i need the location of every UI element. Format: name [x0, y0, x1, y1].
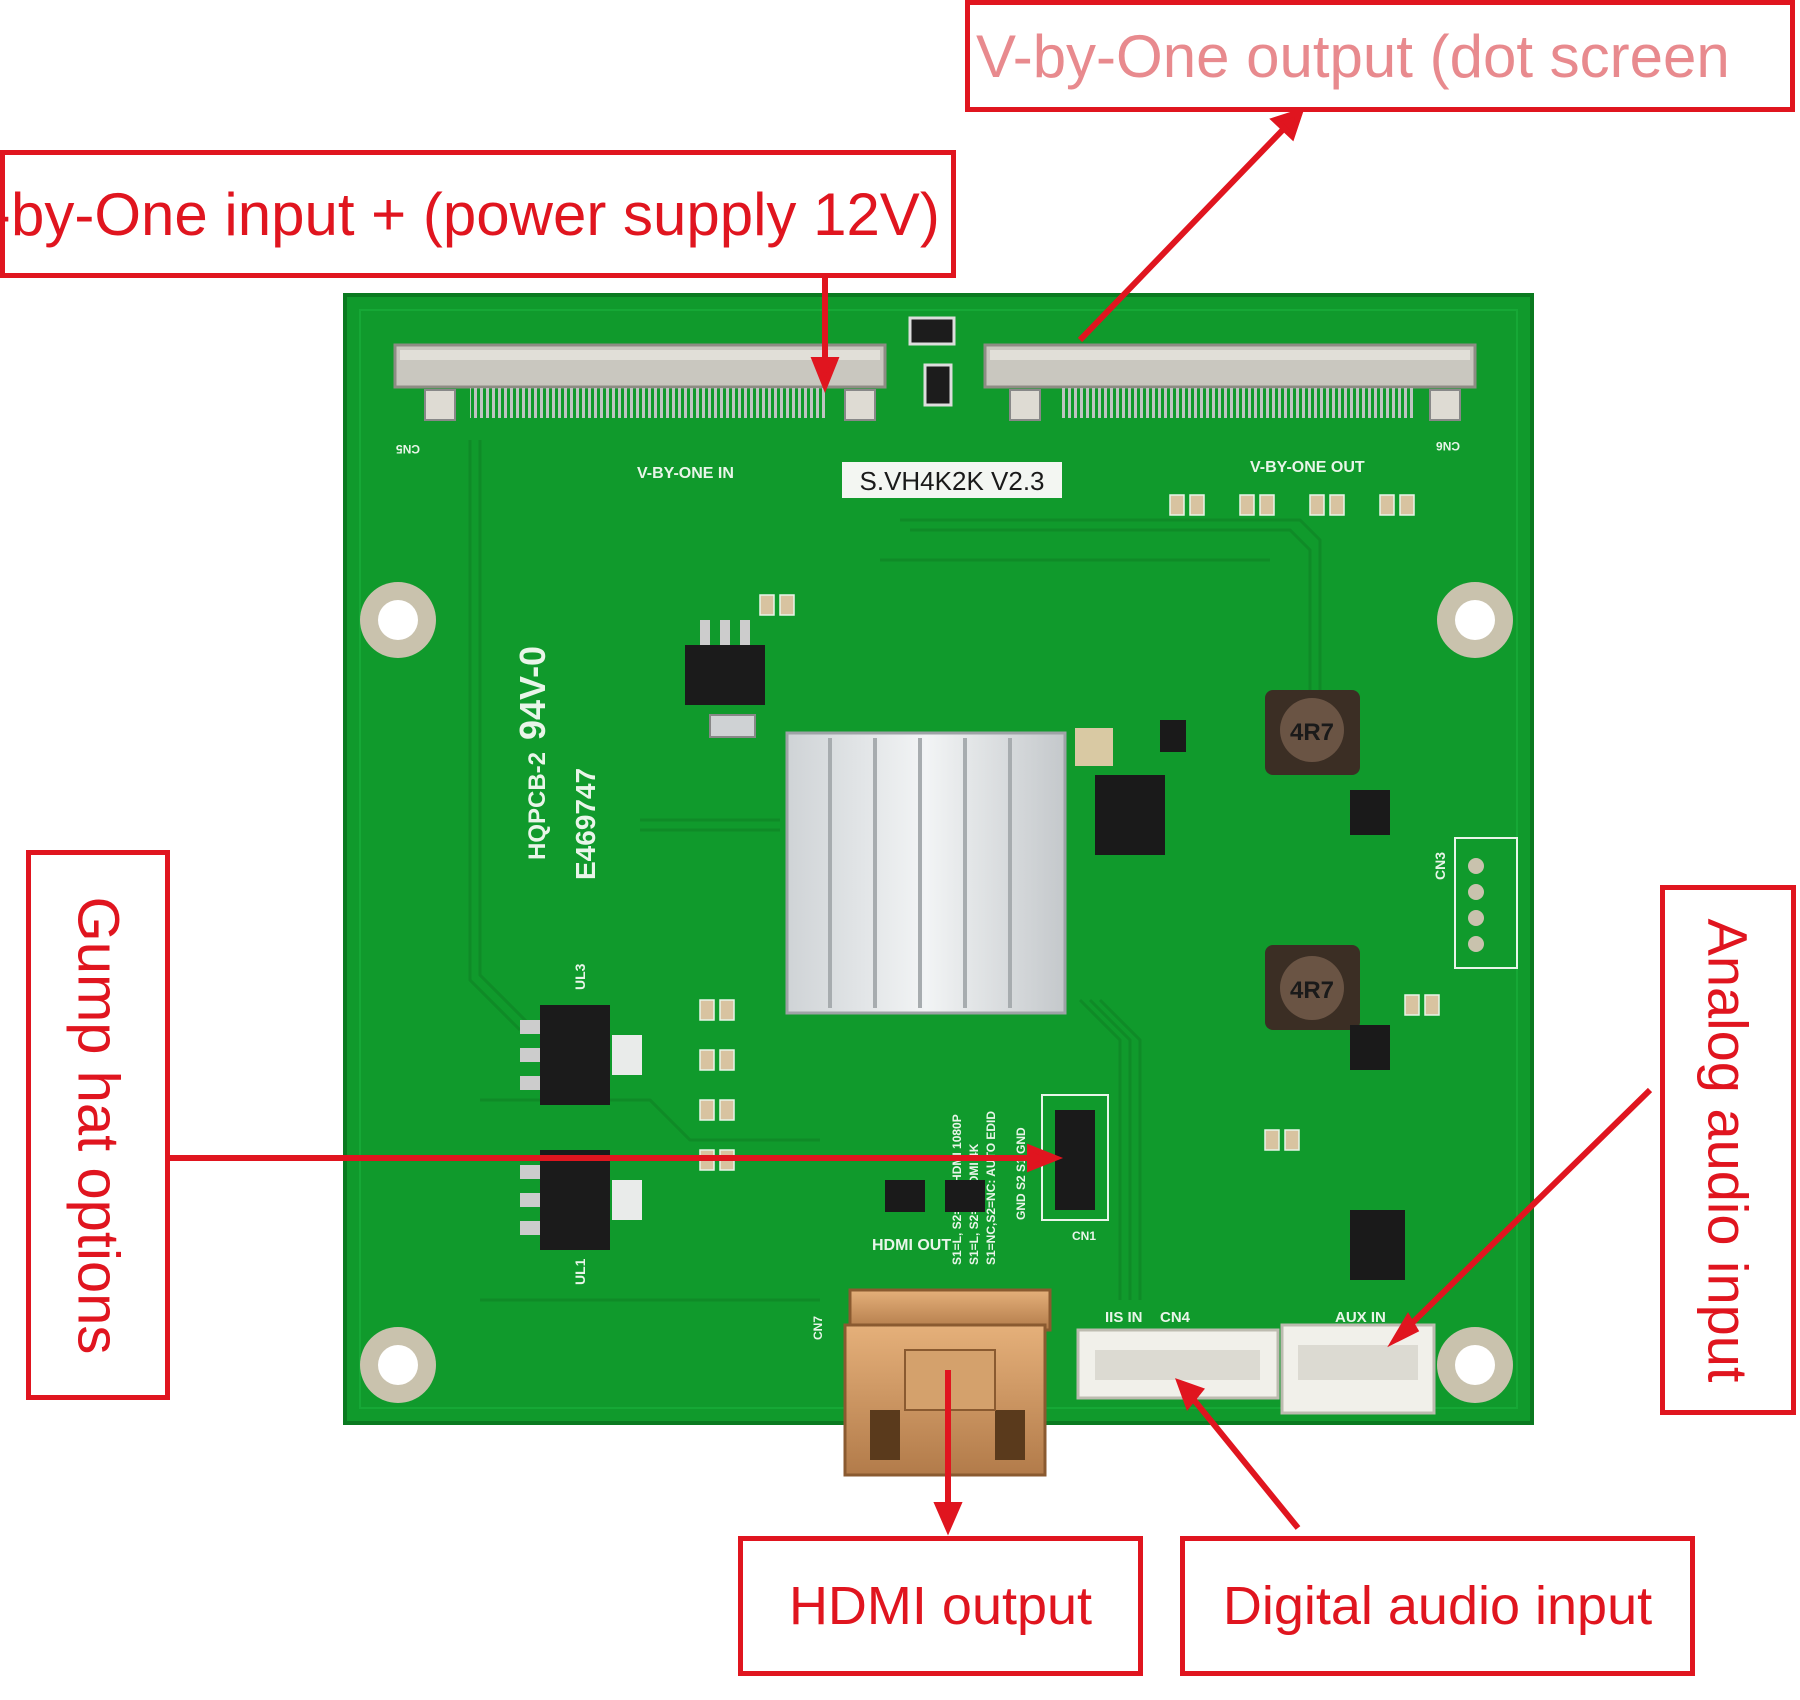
callout-hdmi-output-text: HDMI output — [788, 1576, 1093, 1636]
cn7-label: CN7 — [811, 1316, 825, 1340]
callout-jumper-options: Gump hat options — [26, 850, 170, 1400]
inductor: 4R7 — [1265, 945, 1360, 1030]
mounting-hole — [360, 582, 436, 658]
cn5-label: CN5 — [396, 442, 420, 456]
callout-digital-audio-text: Digital audio input — [1222, 1576, 1653, 1636]
vbo-out-silk: V-BY-ONE OUT — [1250, 459, 1365, 476]
pcb-code-label: HQPCB-2 — [524, 752, 551, 860]
iis-connector — [1076, 1328, 1280, 1400]
callout-vbo-input: -by-One input + (power supply 12V) — [0, 150, 956, 278]
inductor: 4R7 — [1265, 690, 1360, 775]
vbo-in-silk: V-BY-ONE IN — [637, 465, 734, 482]
svg-text:4R7: 4R7 — [1290, 977, 1334, 1004]
callout-hdmi-output: HDMI output — [738, 1536, 1143, 1676]
ic-chip — [1095, 775, 1165, 855]
callout-analog-audio: Analog audio input — [1660, 885, 1796, 1415]
ul3-label: UL3 — [572, 963, 588, 990]
cn1-label: CN1 — [1072, 1229, 1096, 1243]
cn4-label: CN4 — [1160, 1309, 1191, 1326]
mounting-hole — [1437, 582, 1513, 658]
ul1-label: UL1 — [572, 1258, 588, 1285]
callout-vbo-input-text: -by-One input + (power supply 12V) — [0, 180, 940, 248]
mounting-hole — [360, 1327, 436, 1403]
iis-in-silk: IIS IN — [1105, 1309, 1143, 1326]
heatsink — [785, 731, 1067, 1015]
aux-in-silk: AUX IN — [1335, 1309, 1386, 1326]
regulator-ul3 — [520, 1005, 642, 1105]
callout-jumper-options-text: Gump hat options — [65, 896, 131, 1354]
pin-row-label: GND S2 S1 GND — [1014, 1127, 1028, 1220]
vbo-out-connector — [983, 343, 1477, 421]
callout-vbo-output-text: V-by-One output (dot screen — [976, 22, 1730, 90]
jumper-header — [1041, 1094, 1109, 1221]
edid-line-1: S1=NC,S2=NC: AUTO EDID — [984, 1111, 998, 1265]
aux-connector — [1280, 1323, 1436, 1415]
ul-number-label: E469747 — [570, 768, 601, 880]
callout-arrows — [170, 107, 1653, 1536]
mounting-hole — [1437, 1327, 1513, 1403]
cn3-label: CN3 — [1432, 852, 1448, 880]
vbo-in-connector — [393, 343, 887, 421]
callout-analog-audio-text: Analog audio input — [1696, 918, 1760, 1382]
callout-digital-audio: Digital audio input — [1180, 1536, 1695, 1676]
voltage-regulator — [685, 620, 765, 738]
crystal — [1075, 728, 1113, 766]
regulator-ul1 — [520, 1150, 642, 1250]
callout-vbo-output: V-by-One output (dot screen — [965, 0, 1795, 112]
svg-text:4R7: 4R7 — [1290, 719, 1334, 746]
rating-label: 94V-0 — [512, 646, 553, 740]
hdmi-out-silk: HDMI OUT — [872, 1237, 951, 1254]
board-model-label: S.VH4K2K V2.3 — [860, 466, 1045, 496]
cn6-label: CN6 — [1436, 439, 1460, 453]
